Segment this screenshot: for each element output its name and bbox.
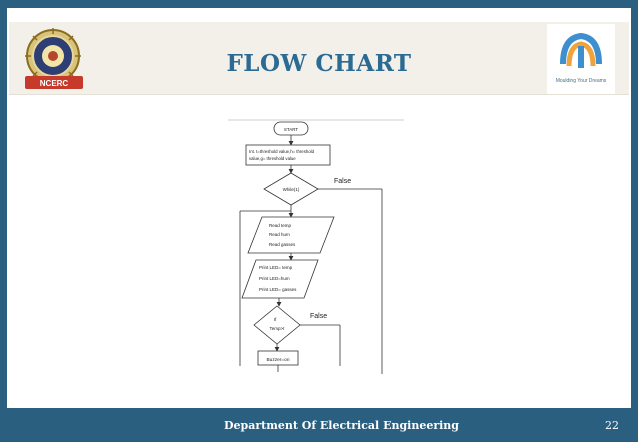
temp-condition-label: Temp>t [270,326,286,331]
department-label: Department Of Electrical Engineering [224,419,459,432]
print-gasses: Print LED= gasses [259,287,297,292]
start-label: START [284,127,299,132]
institute-logo-icon: Moulding Your Dreams [547,24,615,94]
college-logo-text: NCERC [40,79,69,88]
flowchart: START Int. t=threshold value,h= threshol… [228,119,404,374]
buzzer-label: Buzzer=on [266,357,289,363]
print-hum: Print LED=hum [259,276,290,281]
slide-header: NCERC FLOW CHART Moulding Your Dreams [9,22,629,95]
init-line-2: value,g= threshold value [249,156,296,161]
read-temp: Read temp [269,223,292,228]
print-temp: Print LED= temp [259,265,293,270]
while-label: While(1) [283,187,300,192]
read-gasses: Read gasses [269,242,296,247]
institute-logo-tagline: Moulding Your Dreams [556,78,607,84]
slide-title: FLOW CHART [226,50,412,77]
false-label-if: False [310,313,327,320]
college-emblem-icon: NCERC [25,28,83,89]
false-label-while: False [334,178,351,185]
page-number: 22 [605,419,619,432]
if-label: If [274,317,277,322]
read-input [247,216,335,254]
slide-footer [0,408,638,442]
if-decision [253,305,301,345]
print-output [241,259,319,299]
init-process [245,144,331,166]
read-hum: Read hum [269,232,290,237]
init-line-1: Int. t=threshold value,h= threshold [249,149,315,154]
